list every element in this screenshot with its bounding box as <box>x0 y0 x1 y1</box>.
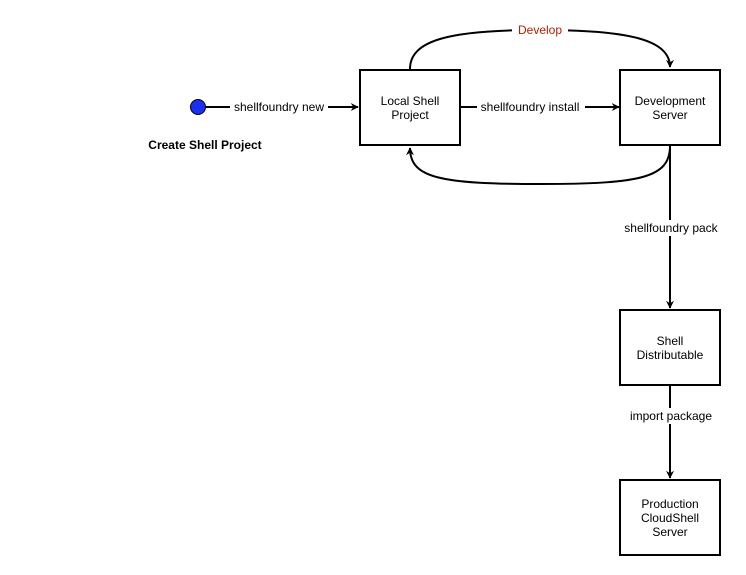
node-shell-distributable-line-2: Distributable <box>637 348 704 362</box>
node-production-server-line-2: CloudShell <box>641 511 699 525</box>
node-local-shell-project-line-1: Local Shell <box>381 94 440 108</box>
node-shell-distributable-line-1: Shell <box>657 334 684 348</box>
node-local-shell-project: Local Shell Project <box>359 69 461 146</box>
node-production-server: Production CloudShell Server <box>619 479 721 556</box>
node-production-server-line-1: Production <box>641 497 698 511</box>
start-node <box>190 99 206 115</box>
edge-label-install: shellfoundry install <box>481 100 580 114</box>
edge-return <box>406 145 671 186</box>
node-development-server-line-1: Development <box>635 94 706 108</box>
node-development-server-line-2: Server <box>652 108 687 122</box>
edge-label-develop: Develop <box>518 23 562 37</box>
edge-label-new: shellfoundry new <box>234 100 324 114</box>
node-shell-distributable: Shell Distributable <box>619 309 721 386</box>
edge-label-import: import package <box>630 409 712 423</box>
node-local-shell-project-line-2: Project <box>391 108 429 122</box>
node-development-server: Development Server <box>619 69 721 146</box>
start-caption: Create Shell Project <box>148 138 261 152</box>
node-production-server-line-3: Server <box>652 525 687 539</box>
edge-label-pack: shellfoundry pack <box>624 221 718 235</box>
